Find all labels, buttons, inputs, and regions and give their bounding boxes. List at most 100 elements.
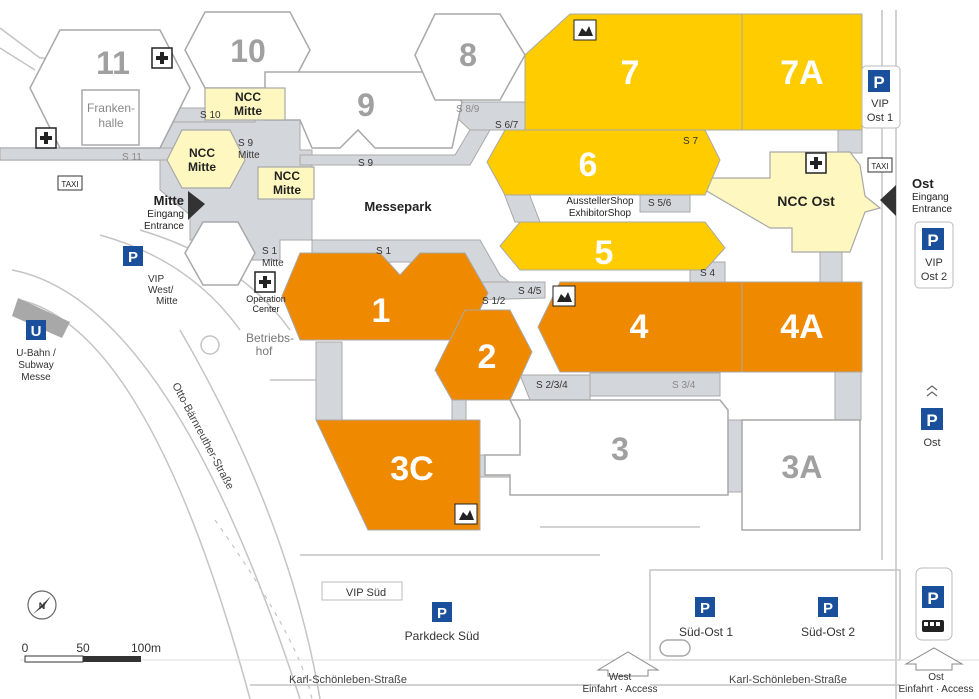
parking-bus[interactable]: P	[915, 567, 953, 641]
ubahn-platform	[12, 298, 70, 338]
frankenhalle-shape	[81, 89, 140, 146]
passage-s2-3-4: S 2/3/4	[536, 380, 568, 391]
passage-s3-4: S 3/4	[672, 380, 696, 391]
passage-s9-mitte-1: S 9	[238, 138, 253, 149]
parking-p: P	[823, 600, 833, 617]
passage-s8-9: S 8/9	[456, 104, 480, 115]
hall-5-shape	[499, 221, 726, 271]
parking-icon	[922, 228, 944, 250]
passage-s9-mitte-2: Mitte	[238, 150, 260, 161]
parking-parkdeck-sued[interactable]: P Parkdeck Süd	[405, 602, 480, 643]
ubahn-label-1: U-Bahn /	[16, 348, 56, 359]
entrance-ost[interactable]: Ost Eingang Entrance	[880, 176, 952, 216]
parking-ost[interactable]: P Ost	[921, 385, 943, 449]
entrance-arrow-icon	[880, 185, 896, 216]
hall-2-shape	[434, 309, 533, 401]
ncc-mitte-top-shape	[204, 87, 286, 121]
hall-4-label: 4	[630, 308, 649, 346]
parking-parkdeck-sued-label: Parkdeck Süd	[405, 629, 480, 643]
access-west-line1: West	[609, 672, 632, 683]
parking-vip-ost-2[interactable]: P VIP Ost 2	[914, 221, 954, 289]
taxi-label: TAXI	[61, 180, 78, 189]
passage-s5-6: S 5/6	[648, 198, 672, 209]
parking-icon	[818, 597, 838, 617]
parking-vip-ost2-line1: VIP	[925, 257, 943, 269]
ubahn-icon	[26, 320, 46, 340]
passage-s6-7: S 6/7	[495, 120, 519, 131]
hall-4a-shape	[741, 281, 863, 373]
parking-sued-ost-2[interactable]: P Süd-Ost 2	[801, 597, 855, 639]
parking-vip-west-mitte[interactable]: P VIP West/ Mitte	[123, 246, 178, 307]
parking-vip-ost1-line2: Ost 1	[867, 112, 893, 124]
hall-3c-shape	[315, 419, 481, 531]
hall-7a-shape	[741, 13, 863, 131]
ncc-mitte-top-label-1: NCC	[235, 90, 261, 104]
parking-p: P	[128, 249, 138, 266]
exhibitor-shop-icon-hall-4	[552, 285, 576, 307]
ausstellershop-label: AusstellerShop	[566, 196, 634, 207]
hall-6-label: 6	[579, 146, 598, 184]
ubahn-station[interactable]: U U-Bahn / Subway Messe	[12, 298, 70, 383]
parking-icon	[921, 408, 943, 430]
ubahn-label-2: Subway	[18, 360, 54, 371]
parking-sued-ost-1[interactable]: P Süd-Ost 1	[679, 597, 733, 639]
first-aid-icon-hall-11	[151, 47, 173, 69]
parking-vip-ost1-line1: VIP	[871, 98, 889, 110]
street-otto-baernreuther: Otto-Bärnreuther-Straße	[169, 381, 236, 492]
access-west[interactable]: West Einfahrt · Access	[582, 651, 660, 695]
hall-7-label: 7	[621, 54, 640, 92]
compass-icon: N	[27, 590, 57, 620]
hall-2-label: 2	[478, 338, 497, 376]
scale-0: 0	[22, 641, 29, 655]
taxi-icon-mitte[interactable]: TAXI	[57, 175, 83, 191]
hall-5-label: 5	[595, 234, 614, 272]
first-aid-icon-west	[35, 127, 57, 149]
ubahn-symbol: U	[31, 323, 42, 340]
mitte-hex-lower	[184, 221, 256, 286]
hall-8-shape	[414, 13, 526, 101]
entrance-ost-sub1: Eingang	[912, 192, 949, 203]
ncc-mitte-right-shape	[257, 166, 315, 200]
parking-sued-ost-box-1	[659, 639, 691, 657]
parking-vip-sued[interactable]: VIP Süd	[321, 581, 403, 601]
ncc-mitte-right-label-1: NCC	[274, 169, 300, 183]
taxi-icon-ost[interactable]: TAXI	[867, 157, 893, 173]
entrance-arrow-icon	[188, 191, 205, 220]
parking-vip-ost-1[interactable]: P VIP Ost 1	[861, 65, 901, 129]
first-aid-icon-operation-center	[254, 271, 276, 293]
ncc-mitte-left-label-2: Mitte	[188, 160, 216, 174]
hall-4a-label: 4A	[780, 308, 823, 346]
parking-icon	[868, 70, 890, 92]
passage-s4-5: S 4/5	[518, 286, 542, 297]
access-ost[interactable]: Ost Einfahrt · Access	[898, 647, 974, 695]
entrance-mitte[interactable]: Mitte Eingang Entrance	[144, 191, 205, 232]
entrance-mitte-title: Mitte	[154, 193, 184, 208]
parking-p: P	[927, 589, 938, 608]
passage-s9: S 9	[358, 158, 373, 169]
parking-p: P	[437, 605, 447, 622]
parking-icon	[922, 586, 944, 608]
access-ost-line2: Einfahrt · Access	[898, 684, 973, 695]
hall-3-label: 3	[611, 431, 629, 467]
parking-p: P	[873, 73, 884, 92]
parking-icon	[432, 602, 452, 622]
parking-icon	[123, 246, 143, 266]
entrance-ost-title: Ost	[912, 176, 934, 191]
access-ost-line1: Ost	[928, 672, 944, 683]
frankenhalle-label-2: halle	[98, 116, 124, 130]
parking-sued-ost2-label: Süd-Ost 2	[801, 625, 855, 639]
bus-icon	[922, 620, 944, 632]
parking-icon	[695, 597, 715, 617]
hall-3-shape	[484, 399, 729, 496]
passage-s7: S 7	[683, 136, 698, 147]
parking-vip-west-line1: VIP	[148, 274, 164, 285]
entrance-mitte-sub1: Eingang	[147, 209, 184, 220]
passage-s1-2: S 1/2	[482, 296, 506, 307]
ncc-mitte-left-label-1: NCC	[189, 146, 215, 160]
hall-10-label: 10	[230, 33, 266, 69]
scale-100: 100m	[131, 641, 161, 655]
ncc-ost-label: NCC Ost	[777, 193, 835, 209]
parking-p: P	[926, 411, 937, 430]
parking-p: P	[927, 231, 938, 250]
hall-1-shape	[281, 252, 489, 341]
